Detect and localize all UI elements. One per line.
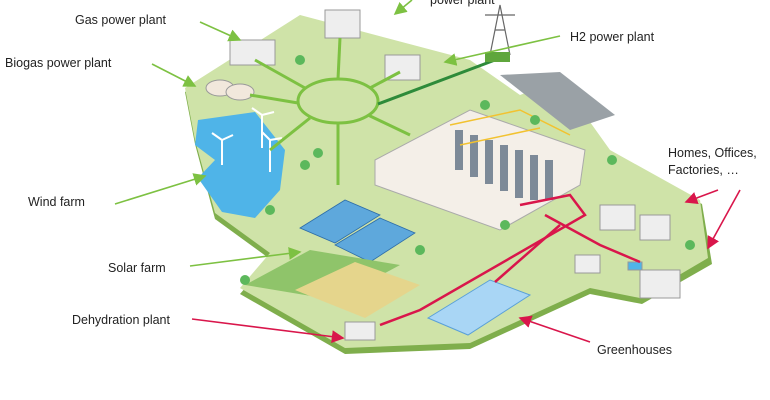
heat-lines: [379, 193, 641, 327]
greenhouse: [426, 279, 532, 336]
trees: [240, 55, 695, 285]
parking: [500, 72, 615, 130]
label-power-plant: power plant: [430, 0, 495, 7]
label-h2-power-plant: H2 power plant: [570, 30, 655, 44]
wind-turbines: [211, 107, 283, 172]
solar-panels: [299, 199, 416, 263]
homes: [574, 204, 681, 299]
dehydration-plant: [344, 321, 376, 341]
label-solar-farm: Solar farm: [108, 261, 166, 275]
label-homes-line2: Factories, …: [668, 163, 739, 177]
cooling-pipes: [449, 109, 571, 146]
label-greenhouses: Greenhouses: [597, 343, 673, 357]
h2-line: [377, 58, 496, 106]
label-biogas-power-plant: Biogas power plant: [5, 56, 112, 70]
pylon: [485, 4, 515, 62]
label-gas-power-plant: Gas power plant: [75, 13, 167, 27]
label-homes-line1: Homes, Offices,: [668, 146, 757, 160]
label-arrows: [114, 0, 741, 343]
power-grid: [249, 37, 411, 185]
fields: [245, 250, 400, 300]
label-dehydration-plant: Dehydration plant: [72, 313, 170, 327]
server-racks: [455, 130, 553, 200]
wheat-field: [295, 262, 420, 318]
label-wind-farm: Wind farm: [28, 195, 85, 209]
